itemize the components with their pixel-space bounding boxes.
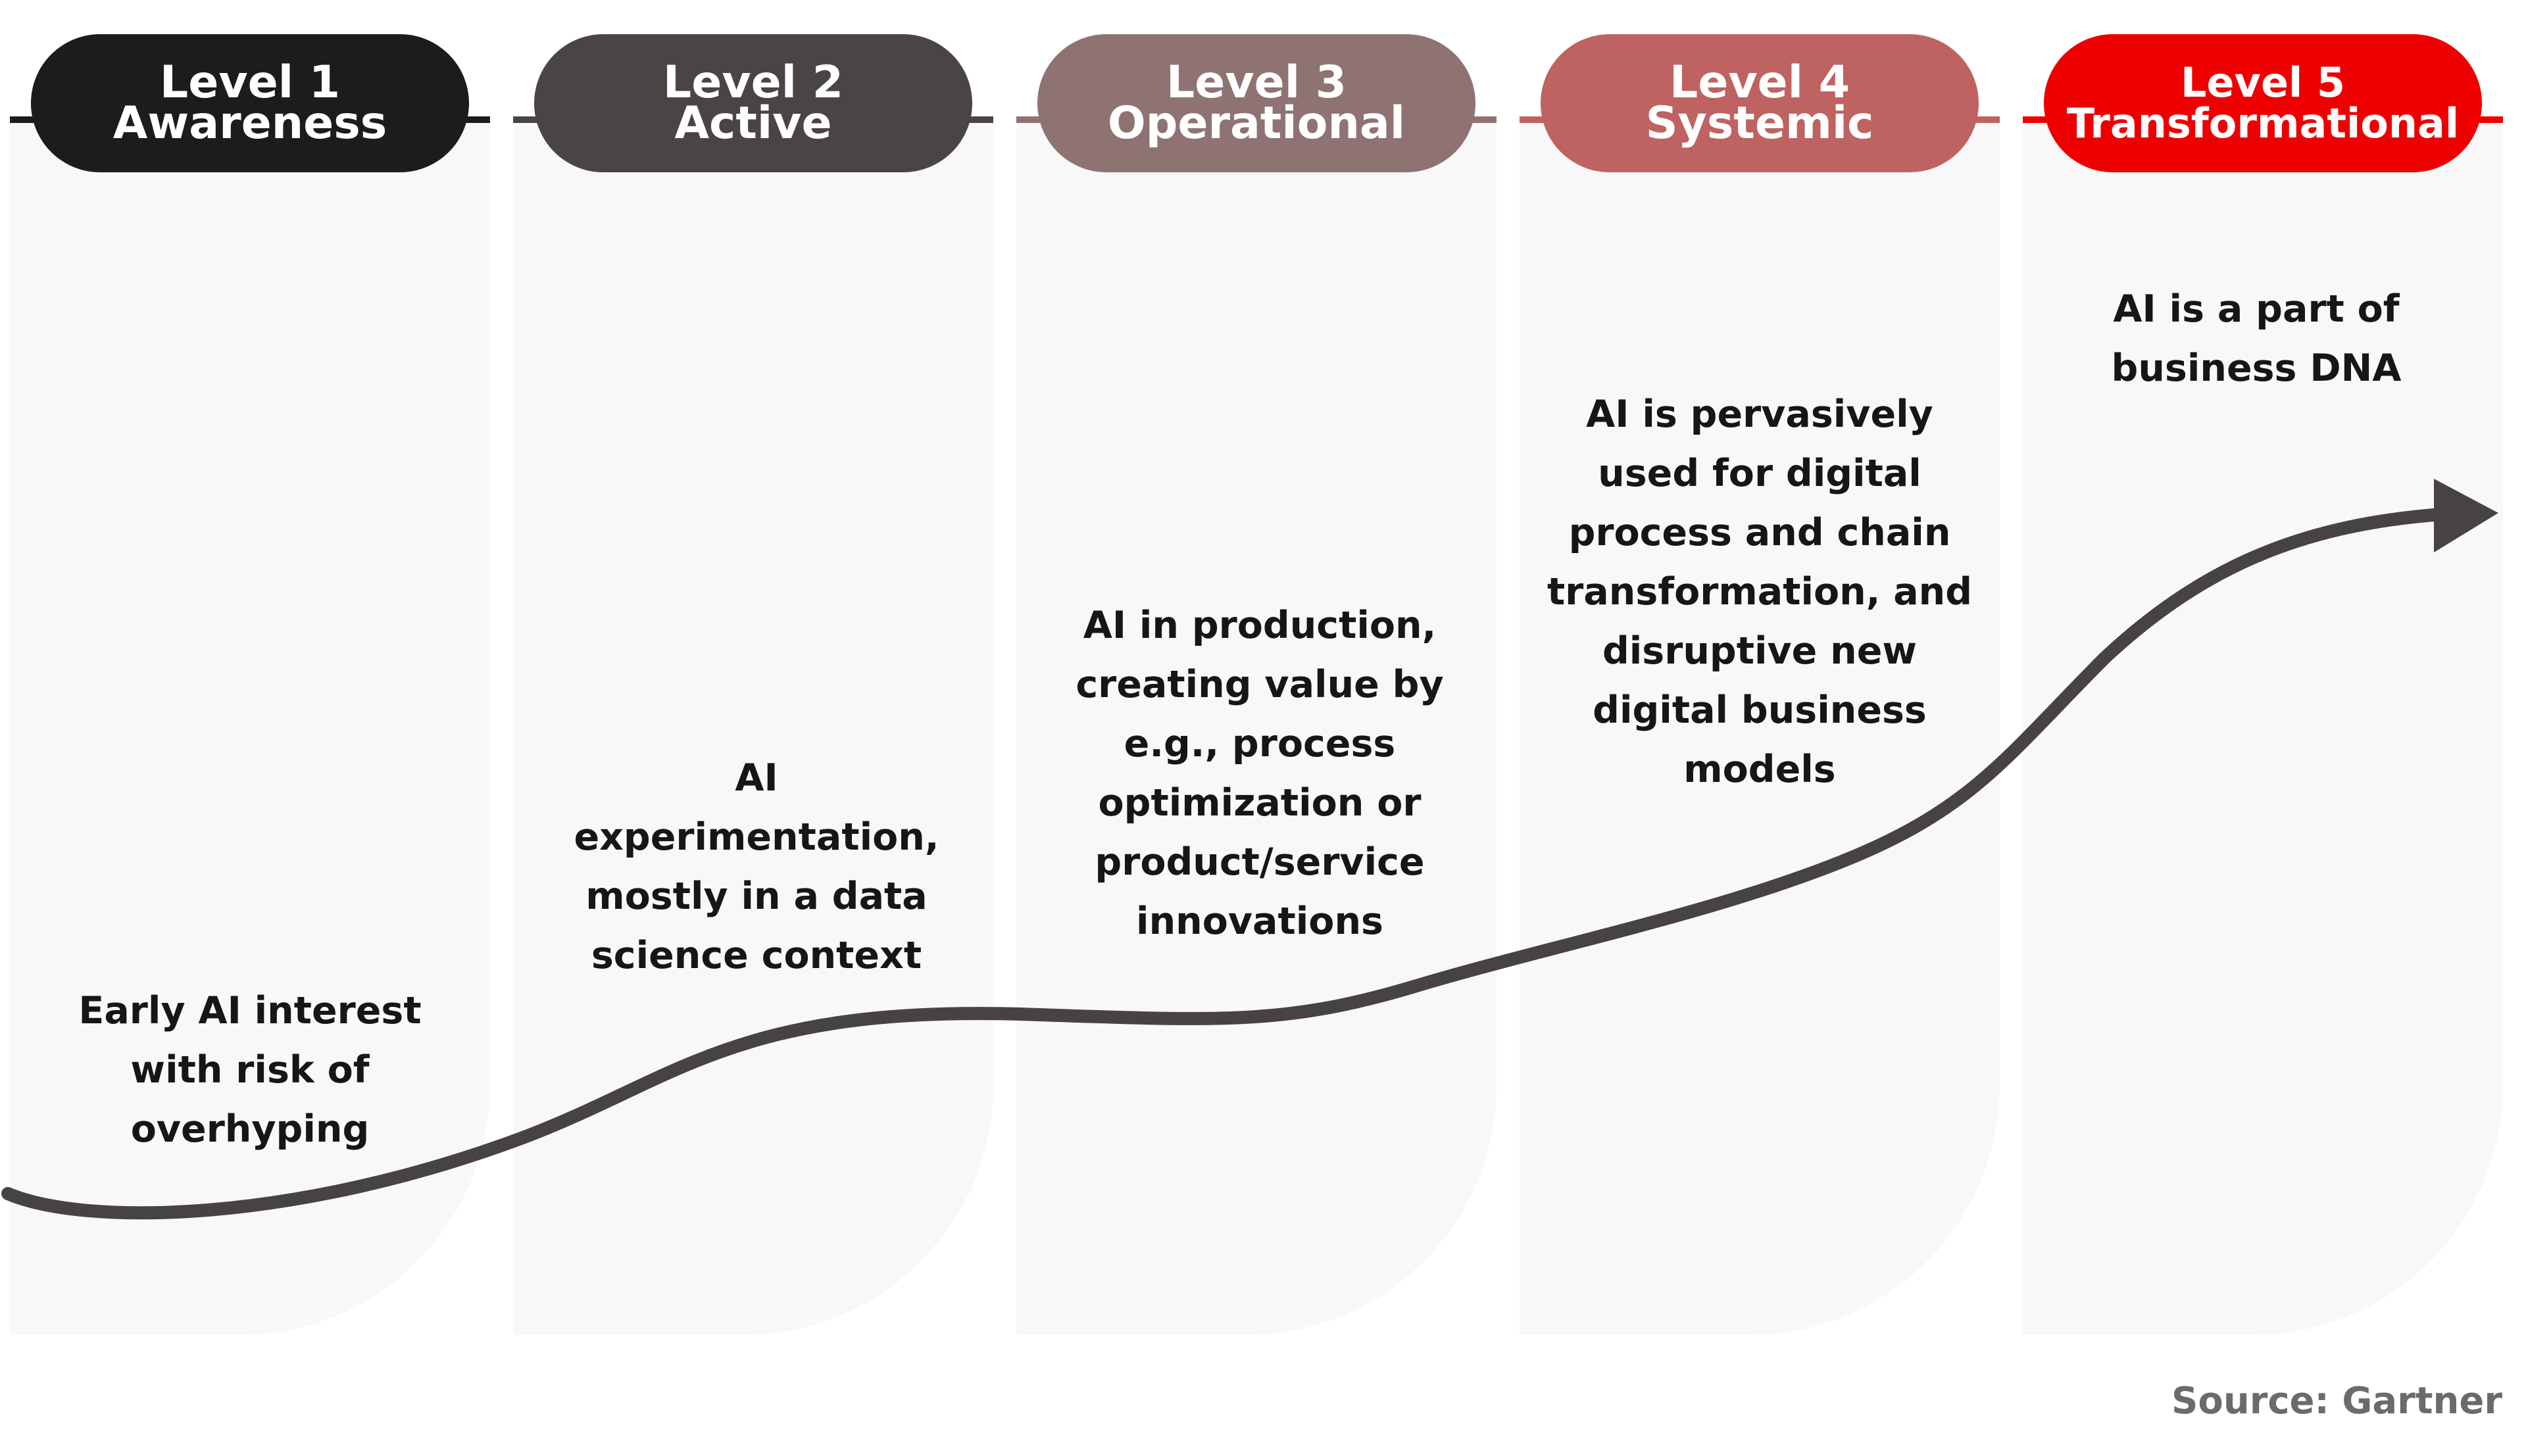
level-2-number: Level 2	[662, 57, 844, 109]
level-1-header: Level 1 Awareness	[31, 34, 469, 172]
level-5-name: Transformational	[2066, 99, 2460, 147]
level-1-number: Level 1	[159, 57, 341, 109]
arrow-head-icon	[2434, 479, 2498, 552]
level-1-column	[10, 118, 490, 1335]
level-5-column	[2023, 118, 2503, 1335]
level-3-description: AI in production, creating value by e.g.…	[1076, 604, 1444, 943]
growth-curve-line	[1, 508, 2440, 1220]
level-5-header: Level 5 Transformational	[2044, 34, 2482, 172]
level-2-name: Active	[674, 97, 832, 149]
level-4-column	[1520, 118, 2000, 1335]
level-5-description: AI is a part of business DNA	[2111, 287, 2402, 390]
level-4-description: AI is pervasively used for digital proce…	[1547, 393, 1973, 791]
level-4-header: Level 4 Systemic	[1541, 34, 1979, 172]
level-2-header: Level 2 Active	[534, 34, 972, 172]
level-3-header: Level 3 Operational	[1037, 34, 1475, 172]
level-2-column	[513, 118, 993, 1335]
level-5-number: Level 5	[2181, 59, 2345, 107]
level-1-name: Awareness	[112, 97, 387, 149]
source-label: Source: Gartner	[2171, 1380, 2502, 1422]
level-3-name: Operational	[1107, 97, 1406, 149]
level-1-description: Early AI interest with risk of overhypin…	[78, 989, 422, 1151]
level-4-number: Level 4	[1669, 57, 1850, 109]
level-3-number: Level 3	[1166, 57, 1347, 109]
level-3-column	[1016, 118, 1497, 1335]
level-4-name: Systemic	[1645, 97, 1874, 149]
level-2-description: AI experimentation, mostly in a data sci…	[574, 756, 939, 977]
